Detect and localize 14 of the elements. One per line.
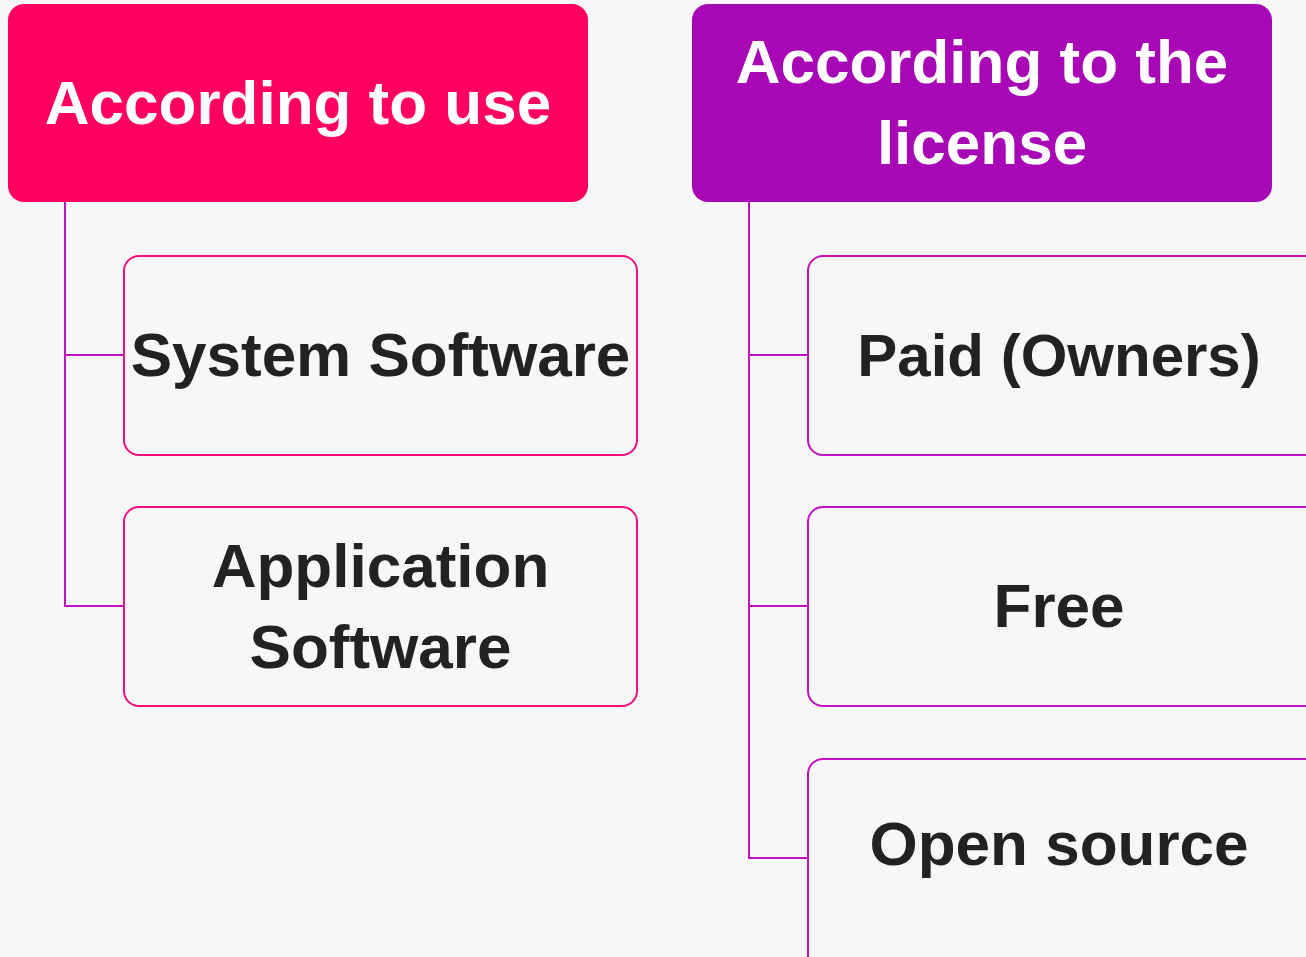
category-label: System Software: [130, 319, 631, 392]
category-box: [807, 506, 1306, 707]
category-box: [807, 758, 1306, 957]
category-header: [692, 4, 1272, 202]
category-box: [807, 255, 1306, 456]
category-box: [123, 255, 638, 456]
category-label: According to the license: [734, 26, 1230, 179]
category-label: According to use: [44, 66, 552, 139]
category-header: [8, 4, 588, 202]
category-label: Free: [993, 570, 1125, 643]
category-label: Open source: [869, 807, 1249, 880]
category-label: Paid (Owners): [857, 320, 1261, 391]
category-label: Application Software: [210, 529, 551, 683]
category-box: [123, 506, 638, 707]
